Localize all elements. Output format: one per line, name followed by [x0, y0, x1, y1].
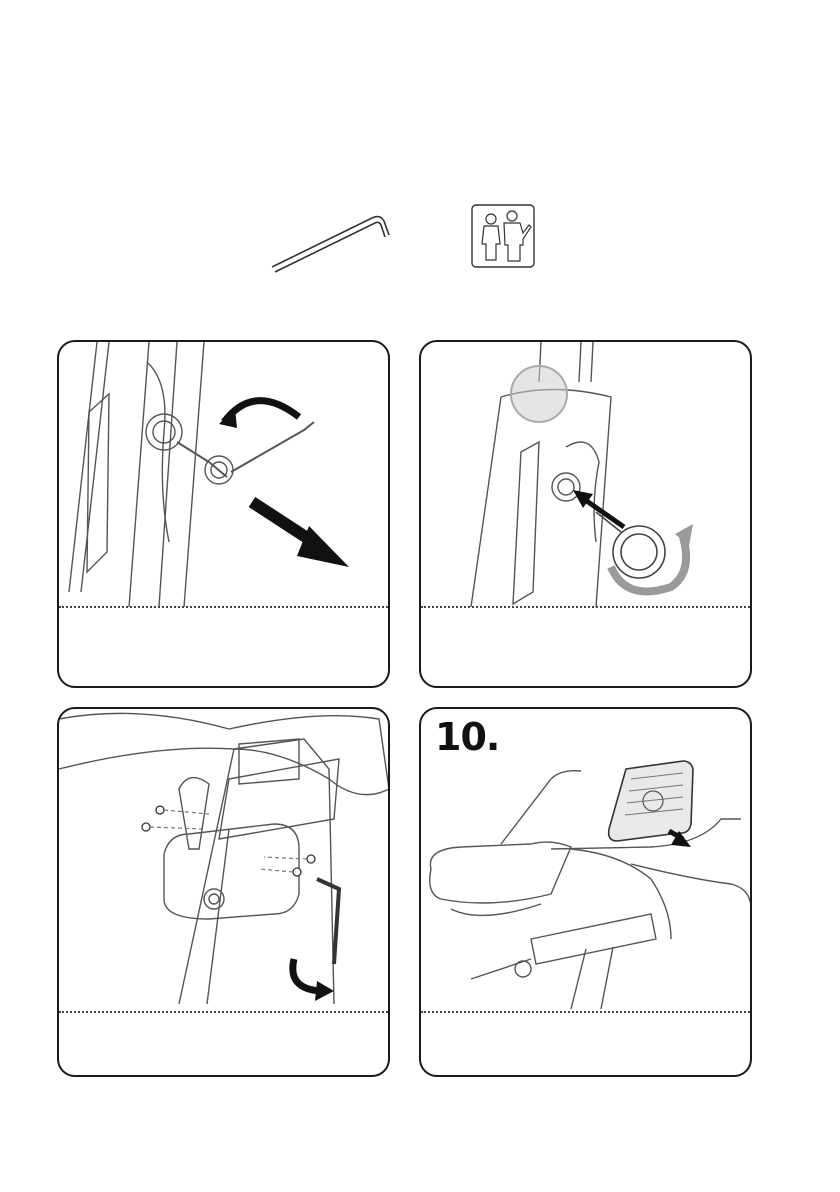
step-caption [421, 608, 750, 686]
knob-icon [596, 512, 665, 578]
step-panel-3 [57, 707, 390, 1077]
step-caption [421, 1013, 750, 1075]
height-scale-highlight [511, 366, 567, 422]
console-mount-illustration [421, 709, 752, 1009]
console-icon [609, 761, 693, 841]
step-panel-2 [419, 340, 752, 688]
knob-removal-illustration [59, 342, 390, 607]
two-person-assembly-icon [472, 205, 534, 267]
step-caption [59, 608, 388, 686]
step-caption [59, 1013, 388, 1075]
seat-rail-bolts-illustration [59, 709, 390, 1009]
step-panel-1 [57, 340, 390, 688]
tools-required-row [0, 195, 840, 285]
allen-key-icon [272, 217, 389, 272]
bolts-icon [142, 806, 315, 876]
allen-key-icon [317, 879, 339, 964]
tools-svg [0, 195, 840, 285]
knob-insertion-illustration [421, 342, 752, 607]
step-panel-4: 10. [419, 707, 752, 1077]
